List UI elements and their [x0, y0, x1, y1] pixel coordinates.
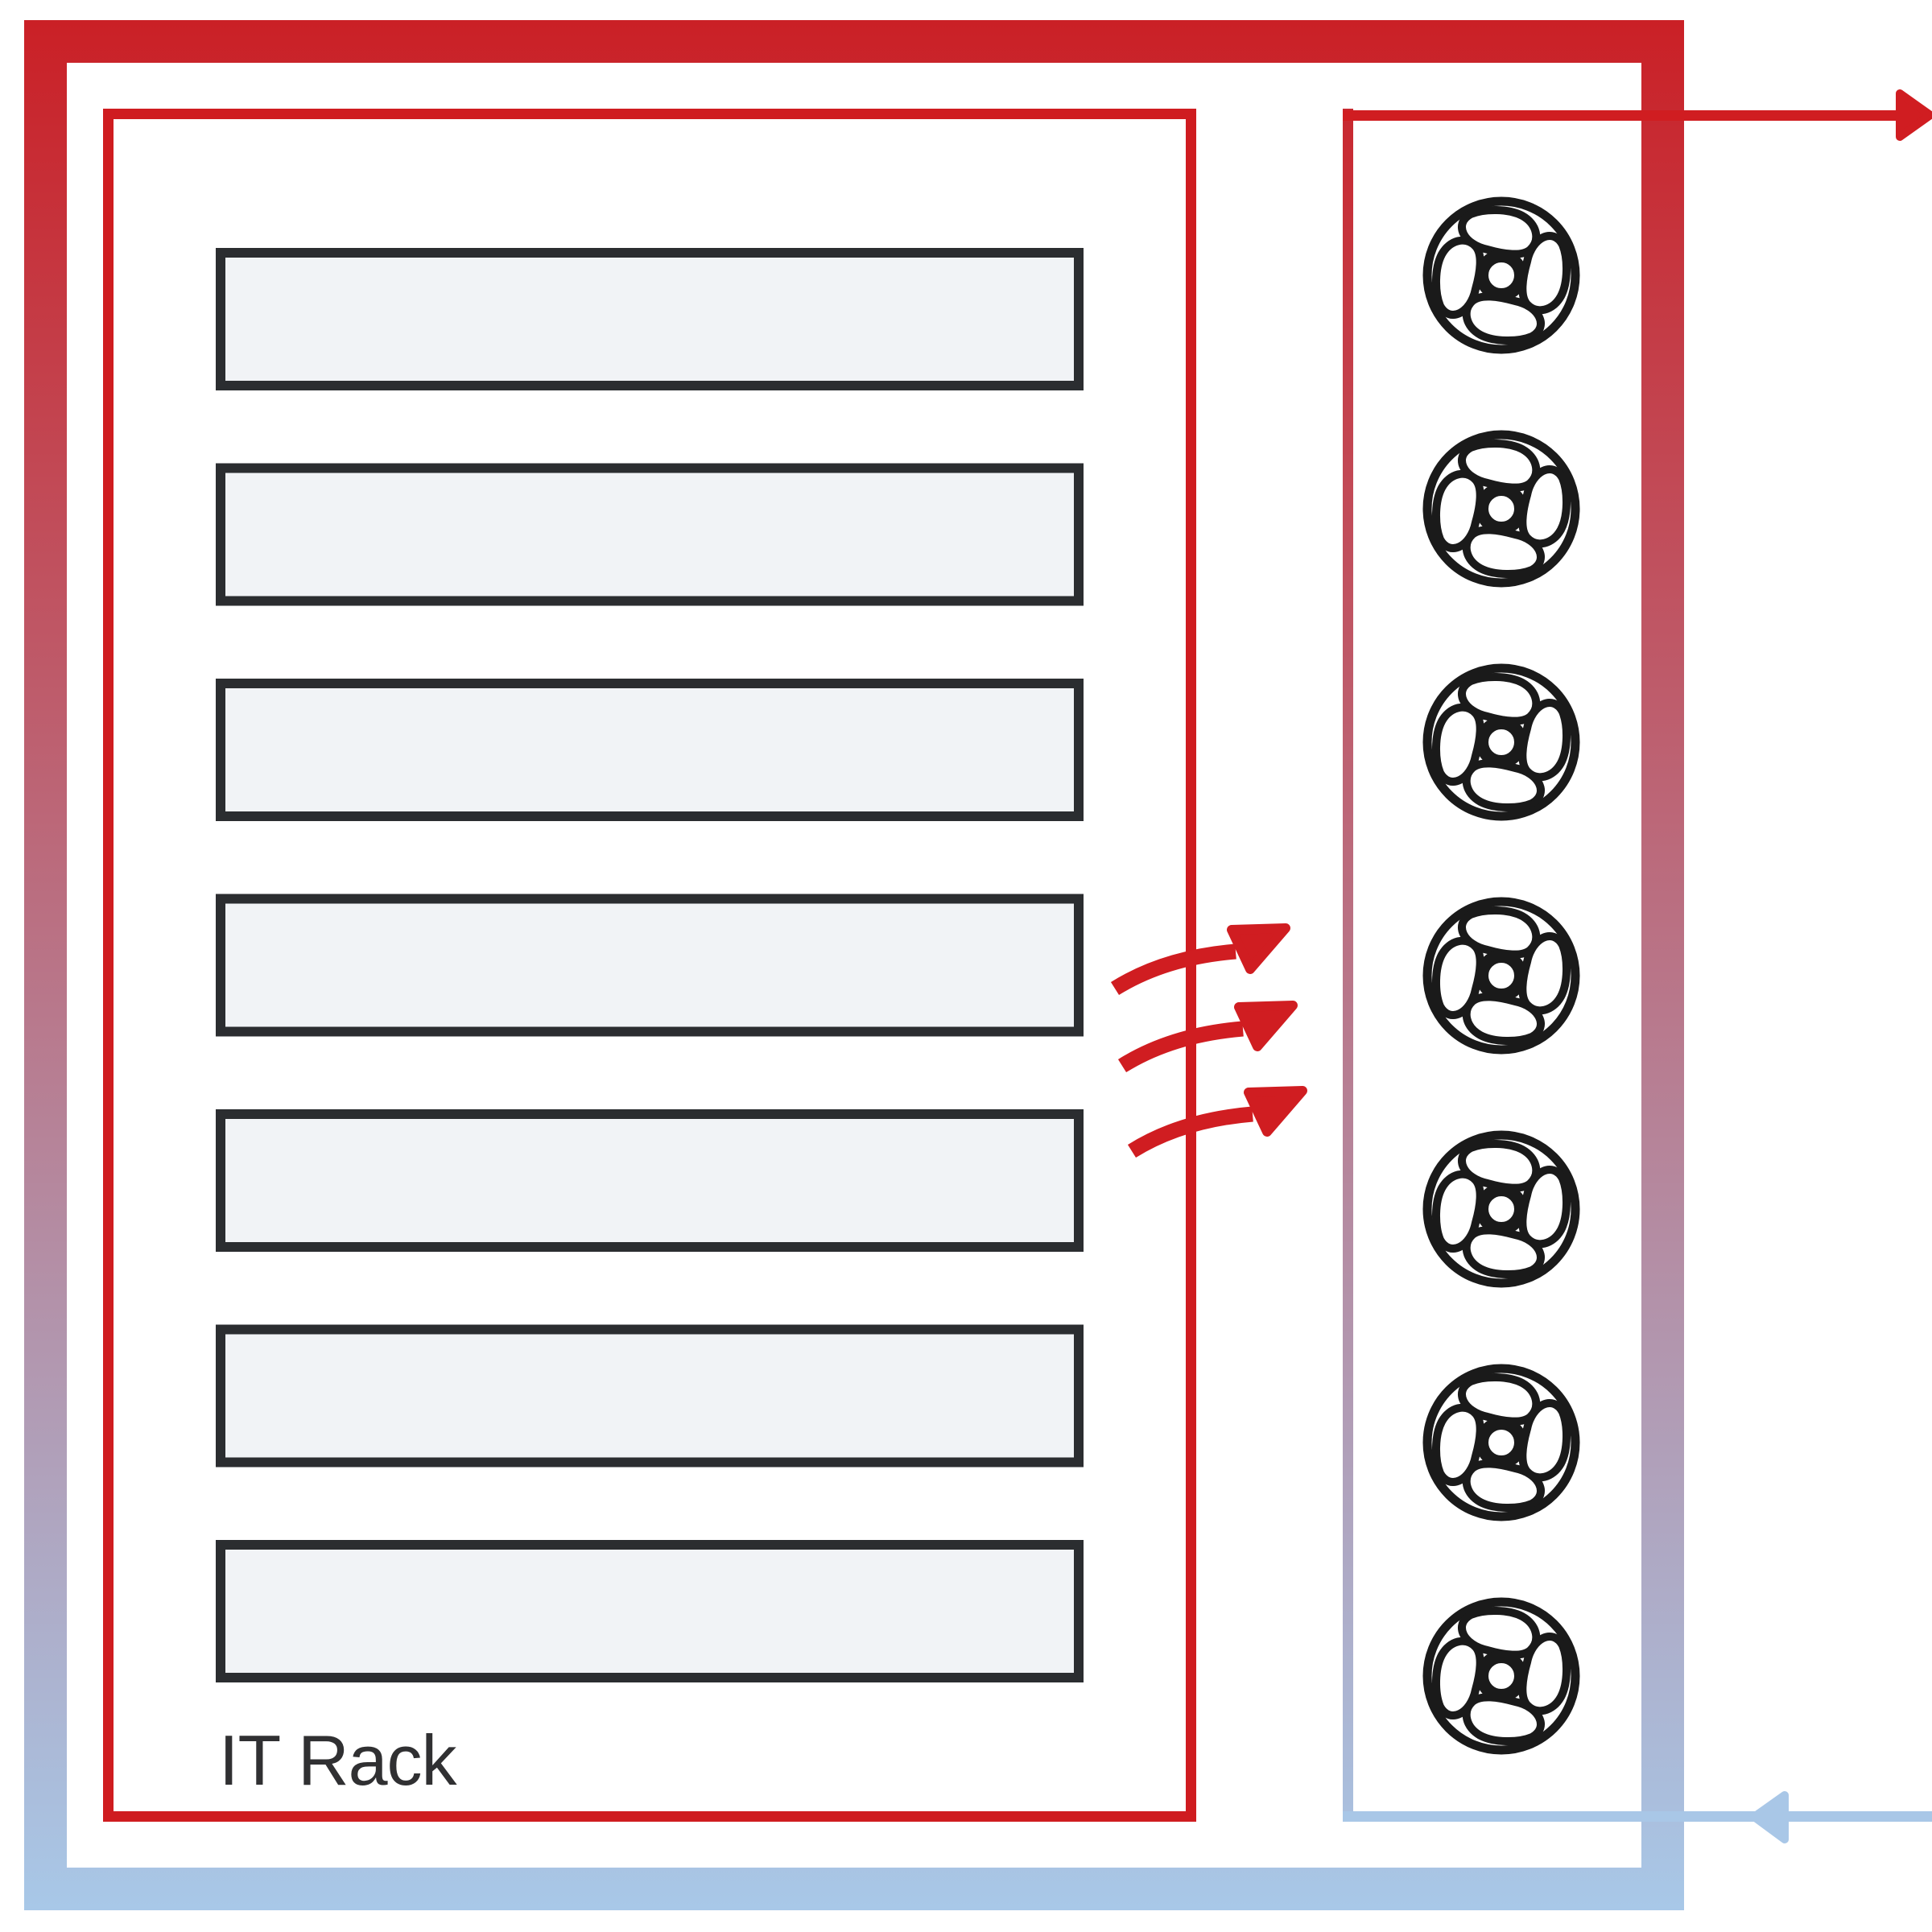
fan-icon: [1427, 1368, 1575, 1517]
fan-icon: [1427, 201, 1575, 349]
fan-wall: [1427, 201, 1575, 1750]
server-bar: [216, 1109, 1084, 1252]
hot-air-out-arrowhead-icon: [1896, 89, 1932, 141]
fan-icon: [1427, 435, 1575, 583]
fan-icon: [1427, 668, 1575, 816]
server-bar: [216, 894, 1084, 1037]
fan-icon: [1427, 1602, 1575, 1750]
hot-air-out-line: [1343, 110, 1900, 121]
fan-icon: [1427, 1135, 1575, 1283]
server-bar: [216, 1324, 1084, 1468]
cold-air-in-line: [1343, 1811, 1932, 1822]
server-bar: [216, 463, 1084, 606]
fan-icon: [1427, 902, 1575, 1050]
server-bars: [216, 248, 1084, 1682]
rack-label: IT Rack: [219, 1720, 458, 1800]
cold-air-in-arrowhead-icon: [1750, 1791, 1789, 1843]
server-bar: [216, 1540, 1084, 1682]
fan-wall-left-border: [1343, 109, 1353, 1822]
server-bar: [216, 679, 1084, 821]
duct-frame: [24, 20, 1684, 1910]
server-bar: [216, 248, 1084, 390]
